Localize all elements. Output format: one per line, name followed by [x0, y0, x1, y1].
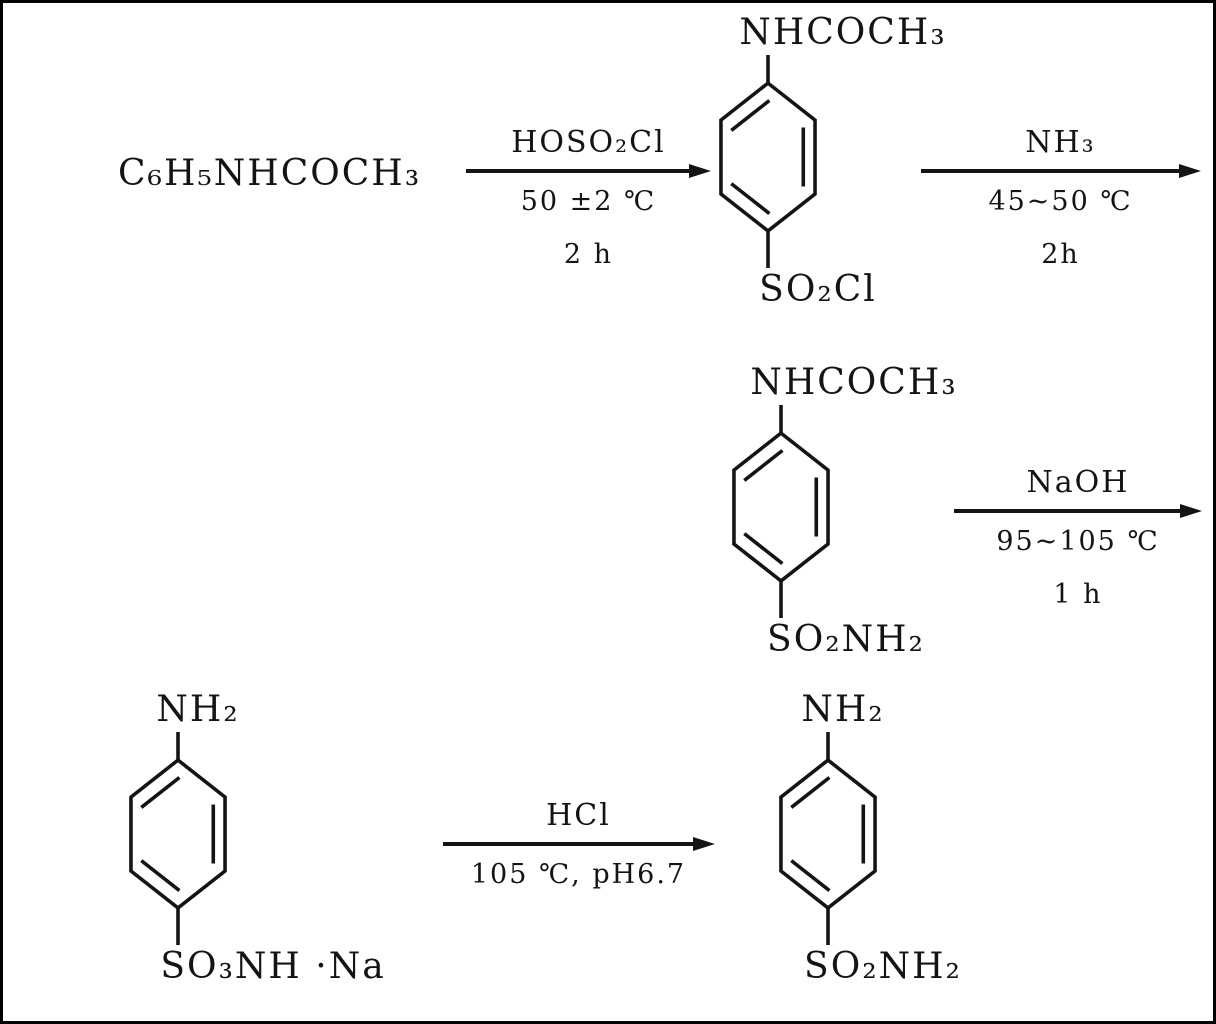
- substituent-bottom: SO₂Cl: [759, 269, 877, 310]
- reagent-label: NaOH: [1026, 465, 1130, 500]
- reaction-step-3: NaOH 95~105 ℃ 1 h: [953, 465, 1203, 610]
- reaction-step-4: HCl 105 ℃, pH6.7: [441, 798, 716, 912]
- condition-time: 2h: [1041, 239, 1080, 270]
- reaction-step-2: NH₃ 45~50 ℃ 2h: [918, 125, 1203, 270]
- condition-temperature: 50 ±2 ℃: [520, 186, 657, 217]
- right-arrow-icon: [466, 164, 711, 178]
- right-arrow-icon: [442, 837, 715, 851]
- condition-temperature: 45~50 ℃: [988, 186, 1133, 217]
- substituent-top: NHCOCH₃: [750, 362, 958, 403]
- substituent-top: NHCOCH₃: [739, 12, 947, 53]
- condition-temperature-ph: 105 ℃, pH6.7: [470, 859, 687, 890]
- right-arrow-icon: [954, 504, 1202, 518]
- benzene-ring: [719, 55, 817, 268]
- reactant-formula: C₆H₅NHCOCH₃: [118, 153, 422, 194]
- right-arrow-icon: [920, 164, 1201, 178]
- reaction-step-1: HOSO₂Cl 50 ±2 ℃ 2 h: [466, 125, 711, 270]
- structure-1: NHCOCH₃ SO₂Cl: [618, 11, 945, 312]
- substituent-top: NH₂: [156, 689, 240, 730]
- condition-time: 2 h: [563, 239, 614, 270]
- structure-4: NH₂ SO₂NH₂: [678, 688, 978, 989]
- substituent-top: NH₂: [801, 689, 885, 730]
- benzene-ring: [779, 732, 877, 945]
- benzene-ring: [732, 405, 830, 618]
- substituent-bottom: SO₂NH₂: [804, 946, 962, 987]
- condition-temperature: 95~105 ℃: [996, 526, 1160, 557]
- reagent-label: HCl: [546, 798, 611, 833]
- condition-time: 1 h: [1053, 579, 1103, 610]
- benzene-ring: [129, 732, 227, 945]
- substituent-bottom: SO₃NH ·Na: [160, 946, 386, 987]
- reagent-label: HOSO₂Cl: [511, 125, 666, 160]
- structure-2: NHCOCH₃ SO₂NH₂: [631, 361, 956, 662]
- structure-3: NH₂ SO₃NH ·Na: [28, 688, 384, 989]
- substituent-bottom: SO₂NH₂: [767, 619, 925, 660]
- reagent-label: NH₃: [1025, 125, 1096, 160]
